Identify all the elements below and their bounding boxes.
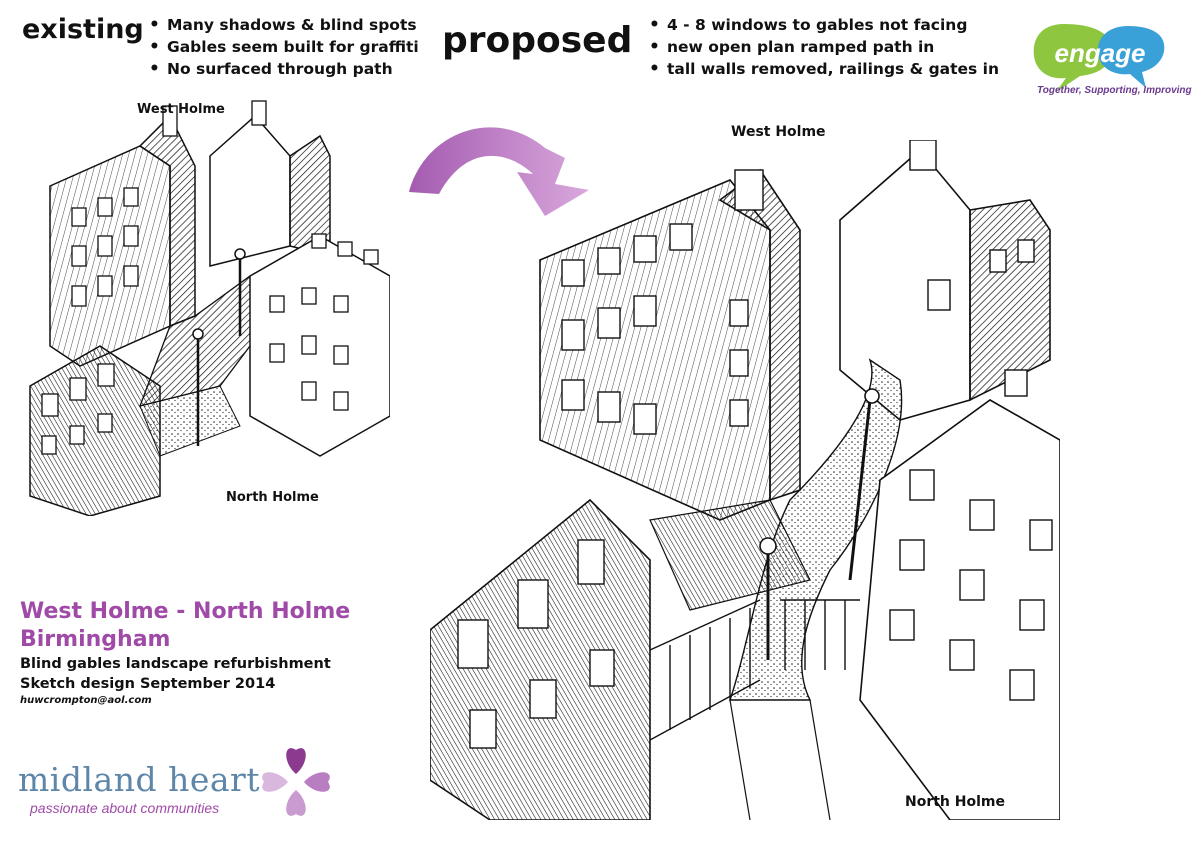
- proposed-heading: proposed: [442, 20, 633, 61]
- existing-notes: Many shadows & blind spots Gables seem b…: [145, 14, 419, 80]
- existing-heading: existing: [22, 14, 144, 45]
- existing-label-north-holme: North Holme: [226, 490, 319, 505]
- engage-logo: engage: [1033, 24, 1165, 92]
- existing-label-west-holme: West Holme: [137, 102, 225, 117]
- heart-flower-icon: [262, 748, 330, 816]
- existing-note: No surfaced through path: [145, 58, 419, 80]
- proposed-label-west-holme: West Holme: [731, 124, 826, 140]
- engage-tagline: Together, Supporting, Improving: [1037, 85, 1192, 96]
- date-subtitle: Sketch design September 2014: [20, 676, 276, 692]
- engage-word: engage: [1054, 38, 1145, 68]
- title-block: West Holme - North Holme Birmingham Blin…: [20, 598, 350, 708]
- place-title: West Holme - North Holme: [20, 599, 351, 624]
- proposed-note: new open plan ramped path in: [645, 36, 999, 58]
- midland-heart-tagline: passionate about communities: [30, 800, 220, 816]
- proposed-note: 4 - 8 windows to gables not facing: [645, 14, 999, 36]
- transition-arrow-icon: [409, 127, 589, 216]
- midland-heart-name: midland heart: [18, 760, 261, 799]
- project-subtitle: Blind gables landscape refurbishment: [20, 656, 331, 672]
- city-title: Birmingham: [20, 627, 171, 652]
- existing-note: Gables seem built for graffiti: [145, 36, 419, 58]
- contact-email: huwcrompton@aol.com: [20, 695, 152, 706]
- proposed-note: tall walls removed, railings & gates in: [645, 58, 999, 80]
- proposed-sketch: [430, 140, 1060, 820]
- proposed-label-north-holme: North Holme: [905, 794, 1005, 810]
- existing-note: Many shadows & blind spots: [145, 14, 419, 36]
- existing-sketch: [29, 100, 390, 516]
- proposed-notes: 4 - 8 windows to gables not facing new o…: [645, 14, 999, 80]
